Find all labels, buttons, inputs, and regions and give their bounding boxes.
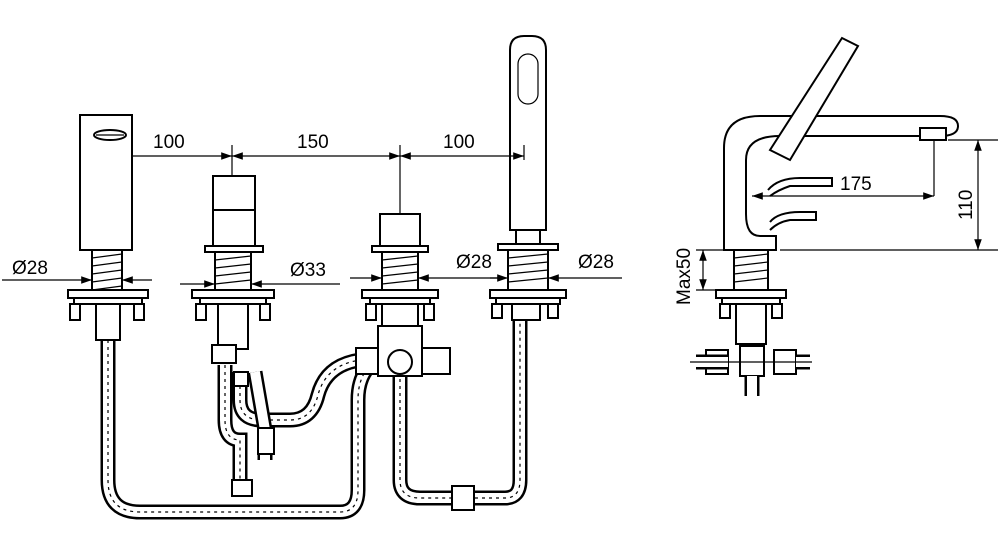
spacing-1-label: 100 [153, 132, 185, 153]
hand-shower-assembly [489, 35, 567, 321]
diameter-diverter-label: Ø28 [456, 252, 492, 273]
side-view [690, 36, 960, 396]
diverter-assembly [355, 213, 475, 511]
spacing-2-label: 150 [297, 132, 329, 153]
spout-assembly [67, 114, 149, 341]
braided-hoses [100, 320, 528, 520]
side-reach-label: 175 [840, 174, 872, 195]
front-dimensions: 100 150 100 Ø28 Ø33 Ø28 Ø28 [2, 132, 622, 288]
diameter-mixer-label: Ø33 [290, 260, 326, 281]
diameter-spout-label: Ø28 [12, 258, 48, 279]
diameter-shower-label: Ø28 [578, 252, 614, 273]
side-height-label: 110 [956, 190, 977, 220]
mixer-assembly [191, 175, 275, 497]
side-max-deck-label: Max50 [674, 248, 695, 305]
side-dimensions: 175 110 Max50 [674, 139, 998, 305]
spacing-3-label: 100 [443, 132, 475, 153]
